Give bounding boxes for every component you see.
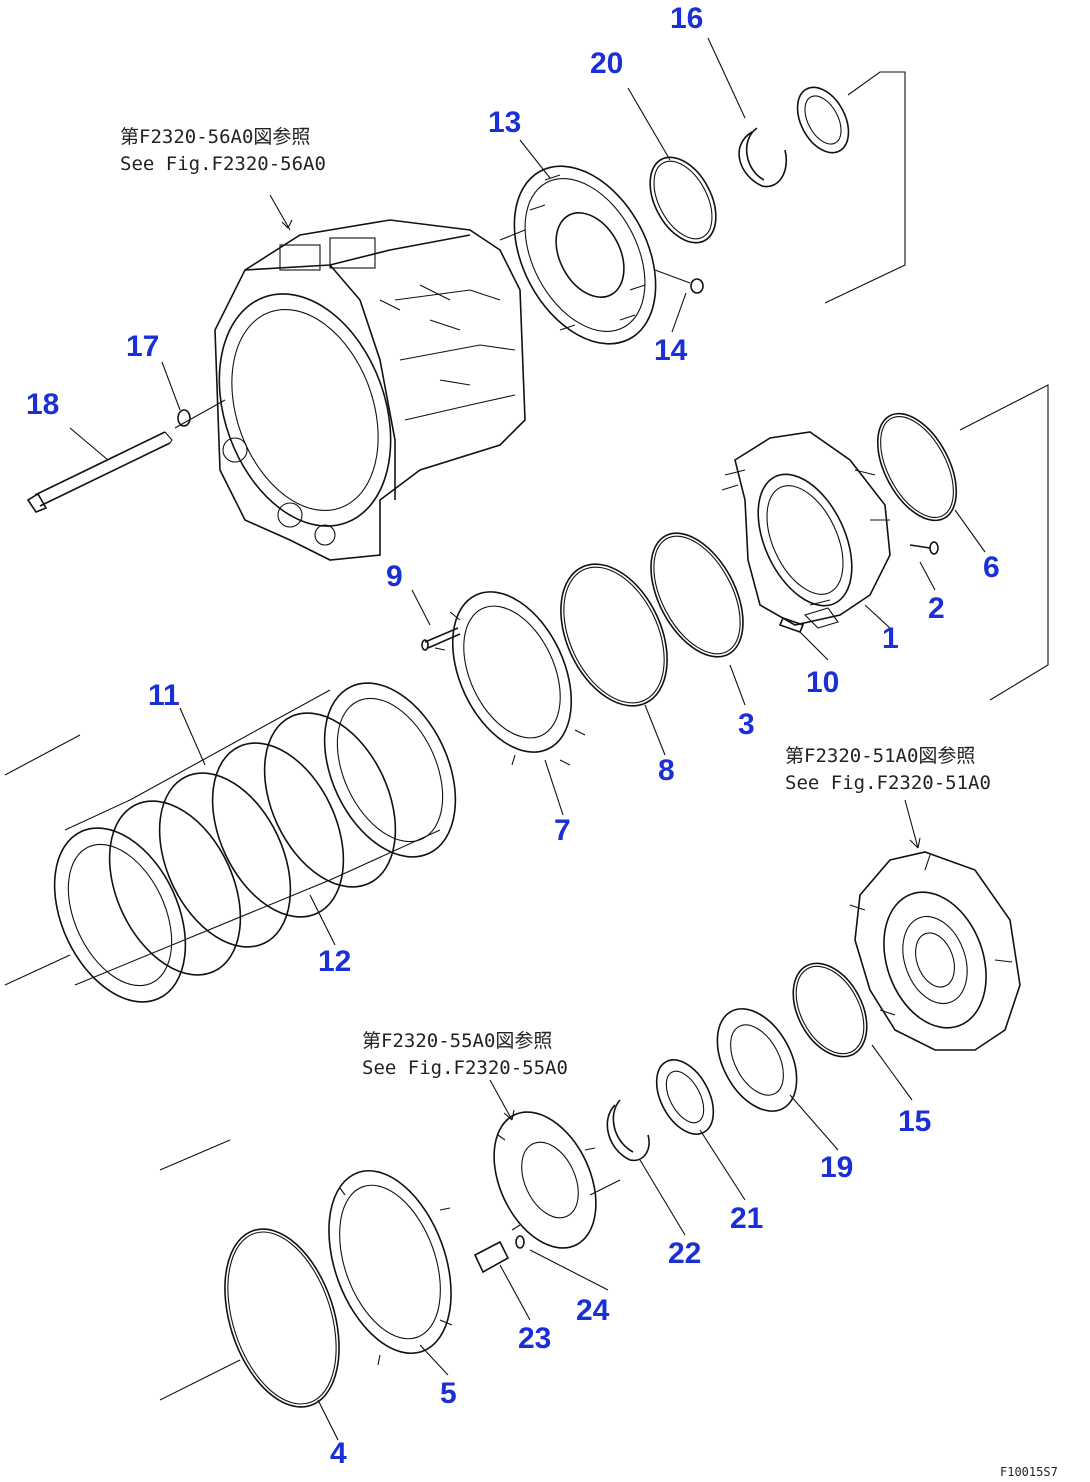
callout-9: 9 xyxy=(386,560,403,593)
callout-18: 18 xyxy=(26,388,59,421)
bottom-axis-line-left-upper xyxy=(159,1139,231,1171)
plate-7 xyxy=(434,591,586,766)
drawing-code: F10015S7 xyxy=(1000,1465,1058,1479)
plate-5 xyxy=(328,1169,453,1366)
callout-2: 2 xyxy=(928,592,945,625)
ring-4 xyxy=(224,1228,340,1408)
ring-6 xyxy=(876,412,958,522)
right-reference-jp: 第F2320-51A0図参照 xyxy=(785,745,975,767)
clutch-pack-11-12 xyxy=(53,682,457,1003)
bottom-reference-jp: 第F2320-55A0図参照 xyxy=(362,1030,552,1052)
right-reference-en: See Fig.F2320-51A0 xyxy=(785,772,991,794)
callout-4: 4 xyxy=(330,1437,347,1470)
callout-15: 15 xyxy=(898,1105,931,1138)
callout-1: 1 xyxy=(882,622,899,655)
rear-housing xyxy=(849,851,1021,1051)
plug-14 xyxy=(654,269,704,294)
bottom-axis-line-left-lower xyxy=(159,1359,241,1401)
left-axis-line-upper xyxy=(4,734,81,776)
callout-24: 24 xyxy=(576,1294,610,1327)
washer-17 xyxy=(177,409,191,427)
piston-housing-1 xyxy=(721,431,891,629)
ring-20 xyxy=(649,156,717,244)
callout-13: 13 xyxy=(488,106,521,139)
ring-21 xyxy=(655,1059,715,1135)
bolt-9 xyxy=(421,627,461,651)
snap-ring-22 xyxy=(606,1099,650,1162)
callout-5: 5 xyxy=(440,1377,457,1410)
bottom-cover xyxy=(493,1111,597,1249)
callout-10: 10 xyxy=(806,666,839,699)
bottom-reference-en: See Fig.F2320-55A0 xyxy=(362,1057,568,1079)
callout-19: 19 xyxy=(820,1151,853,1184)
pin-10 xyxy=(778,616,805,634)
snap-ring-16 xyxy=(738,127,787,188)
callout-3: 3 xyxy=(738,708,755,741)
bolt-axis-line xyxy=(174,399,226,429)
seal xyxy=(796,86,850,154)
callout-11: 11 xyxy=(148,679,180,712)
bearing-19 xyxy=(716,1008,798,1112)
callout-22: 22 xyxy=(668,1237,701,1270)
callout-17: 17 xyxy=(126,330,159,363)
transmission-housing xyxy=(214,219,526,561)
top-reference-jp: 第F2320-56A0図参照 xyxy=(120,126,310,148)
ring-15 xyxy=(792,962,868,1058)
callout-8: 8 xyxy=(658,754,675,787)
callout-7: 7 xyxy=(554,814,571,847)
leader-lines xyxy=(69,37,986,1441)
left-axis-line-lower xyxy=(4,954,71,986)
ring-24 xyxy=(515,1235,525,1249)
cover-13 xyxy=(513,165,657,345)
callout-16: 16 xyxy=(670,2,703,35)
top-bracket-line xyxy=(824,71,906,304)
callout-6: 6 xyxy=(983,551,1000,584)
callout-21: 21 xyxy=(730,1202,763,1235)
callout-12: 12 xyxy=(318,945,351,978)
fitting-23 xyxy=(473,1240,510,1274)
top-reference-en: See Fig.F2320-56A0 xyxy=(120,153,326,175)
callout-20: 20 xyxy=(590,47,623,80)
cover-axis-line xyxy=(499,229,526,241)
callout-23: 23 xyxy=(518,1322,551,1355)
middle-bracket-line xyxy=(959,384,1049,701)
pin-2 xyxy=(909,541,939,555)
bottom-axis-line-right xyxy=(589,1179,621,1196)
ring-8 xyxy=(560,563,668,707)
callout-14: 14 xyxy=(654,334,688,367)
ring-3 xyxy=(650,532,744,658)
bolt-18 xyxy=(26,431,173,513)
